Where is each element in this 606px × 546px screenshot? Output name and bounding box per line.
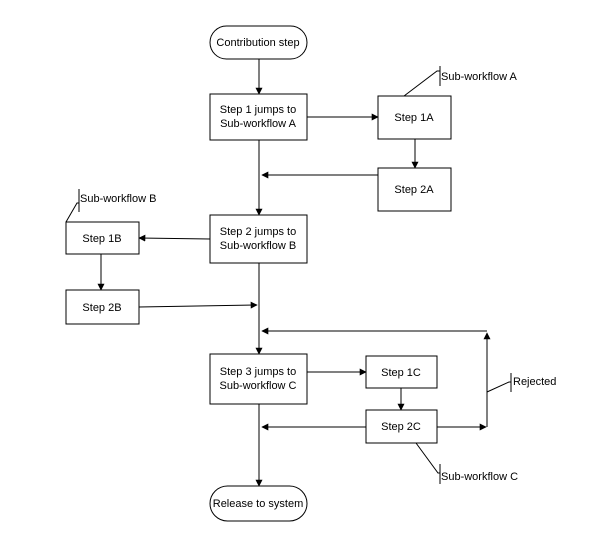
node-release: Release to system: [209, 485, 308, 522]
callout-rejected: Rejected: [486, 373, 556, 393]
node-step2a: Step 2A: [377, 167, 452, 212]
node-step1-line2: Sub-workflow A: [220, 118, 296, 130]
edge-step2b-return: [138, 301, 258, 309]
callout-sub-workflow-b-text: Sub-workflow B: [80, 193, 156, 205]
node-step2: Step 2 jumps to Sub-workflow B: [209, 214, 308, 264]
node-step1c: Step 1C: [365, 355, 438, 389]
edge-step2-to-step1b: [138, 234, 211, 242]
node-step2-line1: Step 2 jumps to: [220, 226, 296, 238]
node-step2c: Step 2C: [365, 409, 438, 444]
callout-sub-workflow-a-text: Sub-workflow A: [441, 71, 517, 83]
node-step2-line2: Sub-workflow B: [220, 240, 296, 252]
node-step2b: Step 2B: [65, 289, 140, 325]
callout-rejected-text: Rejected: [513, 376, 556, 388]
node-step2b-label: Step 2B: [82, 302, 121, 314]
node-step1-line1: Step 1 jumps to: [220, 104, 296, 116]
node-contribution-step: Contribution step: [209, 25, 308, 60]
node-step3: Step 3 jumps to Sub-workflow C: [209, 353, 308, 405]
node-step2a-label: Step 2A: [394, 184, 434, 196]
node-contribution-step-label: Contribution step: [216, 37, 299, 49]
node-step1a-label: Step 1A: [394, 112, 434, 124]
node-step1a: Step 1A: [377, 95, 452, 140]
node-step1: Step 1 jumps to Sub-workflow A: [209, 93, 308, 141]
node-step3-line2: Sub-workflow C: [219, 380, 296, 392]
node-step3-line1: Step 3 jumps to: [220, 366, 296, 378]
callout-sub-workflow-a: Sub-workflow A: [403, 66, 517, 97]
callout-sub-workflow-c: Sub-workflow C: [415, 442, 518, 484]
node-release-label: Release to system: [213, 498, 303, 510]
callout-sub-workflow-b: Sub-workflow B: [65, 189, 156, 223]
node-step1b: Step 1B: [65, 221, 140, 255]
callout-sub-workflow-c-text: Sub-workflow C: [441, 471, 518, 483]
node-step1b-label: Step 1B: [82, 233, 121, 245]
node-step2c-label: Step 2C: [381, 421, 421, 433]
node-step1c-label: Step 1C: [381, 367, 421, 379]
